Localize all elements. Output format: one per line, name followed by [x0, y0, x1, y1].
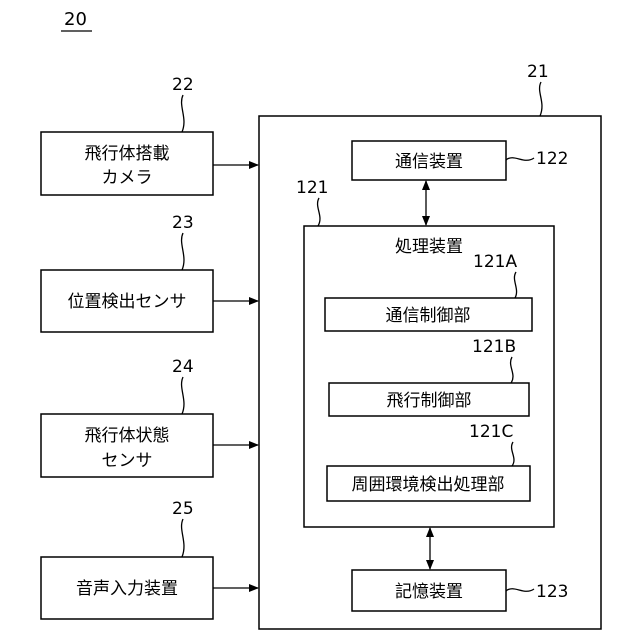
flight-control-unit-ref: 121B: [472, 337, 516, 357]
storage-device-ref: 123: [536, 582, 568, 602]
voice-input-label: 音声入力装置: [76, 579, 178, 599]
communication-device-ref: 122: [536, 149, 568, 169]
environment-detection-unit-ref: 121C: [469, 422, 513, 442]
flight-state-sensor-ref: 24: [172, 357, 194, 377]
comm-control-unit-ref: 121A: [473, 252, 517, 272]
main-device-leader: [540, 82, 542, 116]
position-sensor-ref: 23: [172, 213, 194, 233]
flight-control-unit-label: 飛行制御部: [387, 391, 472, 411]
environment-detection-unit-label: 周囲環境検出処理部: [352, 475, 505, 495]
onboard-camera-leader: [182, 95, 184, 132]
onboard-camera-ref: 22: [172, 75, 194, 95]
comm-control-unit-label: 通信制御部: [386, 306, 471, 326]
processing-device-ref: 121: [296, 178, 328, 198]
flight-state-sensor-label: 飛行体状態: [85, 426, 170, 446]
onboard-camera-label: 飛行体搭載: [85, 144, 170, 164]
position-sensor-label: 位置検出センサ: [68, 292, 187, 312]
voice-input-ref: 25: [172, 499, 194, 519]
voice-input-leader: [182, 519, 184, 557]
onboard-camera-label-line2: カメラ: [102, 168, 153, 188]
main-device-ref: 21: [527, 62, 549, 82]
figure-number: 20: [64, 9, 87, 30]
processing-device-label: 処理装置: [395, 237, 463, 257]
storage-device-label: 記憶装置: [395, 582, 463, 602]
flight-state-sensor-label-line2: センサ: [102, 451, 153, 471]
position-sensor-leader: [182, 233, 184, 270]
communication-device-label: 通信装置: [395, 152, 463, 172]
flight-state-sensor-leader: [182, 377, 184, 414]
